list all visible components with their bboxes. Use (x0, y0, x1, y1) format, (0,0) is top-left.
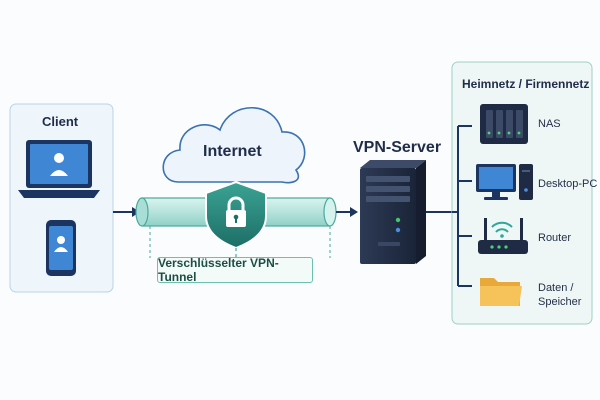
router-icon (478, 218, 528, 254)
cloud-icon (162, 107, 306, 184)
laptop-icon (18, 140, 100, 198)
router-label: Router (538, 232, 572, 244)
nas-label: NAS (538, 118, 561, 130)
folder-icon (480, 278, 522, 306)
shield-lock-icon (205, 180, 267, 250)
server-icon (360, 160, 426, 264)
tunnel-dashed-guides (149, 226, 331, 258)
client-title: Client (42, 114, 79, 129)
nas-icon (480, 104, 528, 144)
desktop-pc-label: Desktop-PC (538, 178, 598, 190)
network-bracket (452, 125, 472, 287)
storage-label-line2: Speicher (538, 296, 582, 308)
storage-label-line1: Daten / (538, 282, 574, 294)
network-title: Heimnetz / Firmennetz (462, 77, 590, 91)
vpn-server-title: VPN-Server (353, 139, 442, 156)
internet-title: Internet (203, 143, 262, 160)
smartphone-icon (46, 220, 76, 276)
arrow-head-right (350, 207, 358, 217)
vpn-tunnel-label: Verschlüsselter VPN-Tunnel (157, 256, 313, 284)
desktop-icon (476, 164, 533, 200)
